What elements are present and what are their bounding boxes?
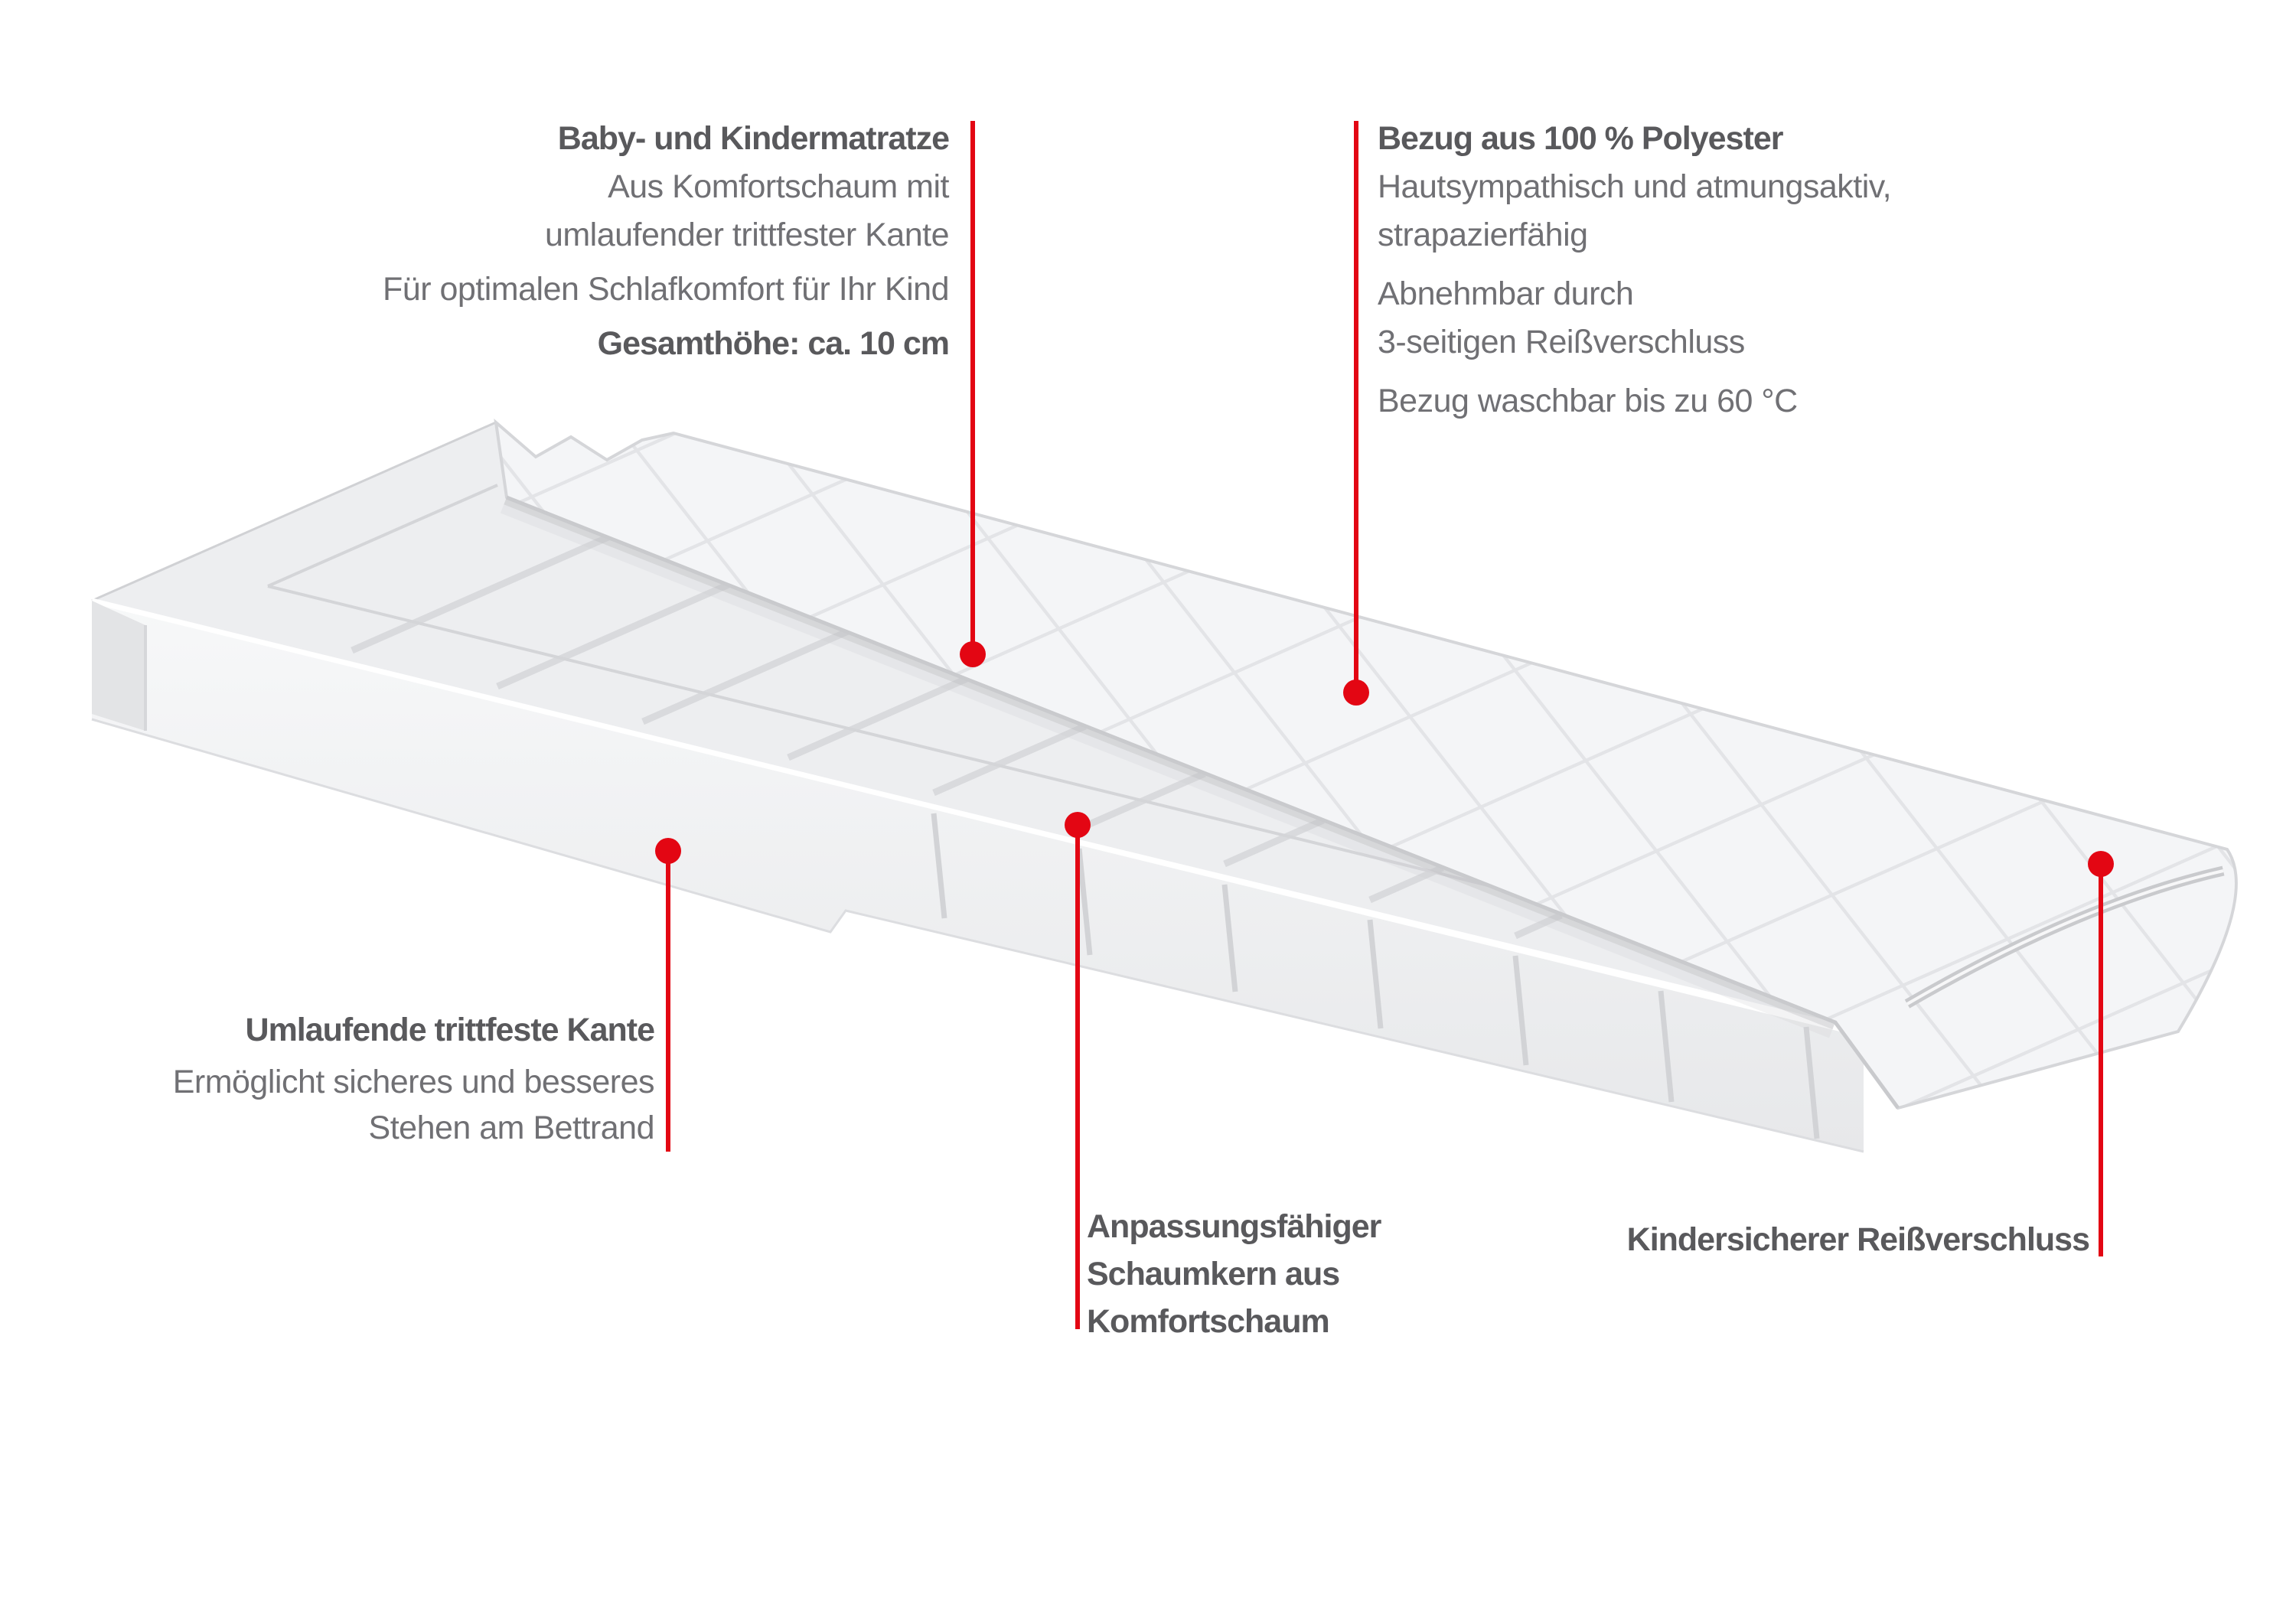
callout-dot-bezug: [1343, 680, 1369, 706]
callout-dot-schaumkern: [1065, 812, 1091, 838]
label-kante-line-1: Ermöglicht sicheres und besseres: [172, 1064, 655, 1100]
label-bezug-line-3: Abnehmbar durch: [1378, 275, 1634, 312]
label-bezug-line-5: Bezug waschbar bis zu 60 °C: [1378, 383, 1798, 419]
label-kante-line-2: Stehen am Bettrand: [368, 1110, 655, 1146]
label-reissverschluss: Kindersicherer Reißverschluss: [1626, 1221, 2090, 1258]
label-matratze-line-3: Für optimalen Schlafkomfort für Ihr Kind: [383, 271, 949, 308]
callout-text-top-left: Baby- und Kindermatratze Aus Komfortscha…: [383, 115, 950, 368]
callout-dot-reissverschluss: [2088, 851, 2114, 877]
callout-line-kante: [666, 851, 670, 1152]
label-matratze-title: Baby- und Kindermatratze: [557, 120, 950, 157]
label-schaumkern-line-2: Komfortschaum: [1087, 1303, 1330, 1340]
label-gesamthoehe: Gesamthöhe: ca. 10 cm: [597, 325, 950, 362]
label-bezug-line-4: 3-seitigen Reißverschluss: [1378, 324, 1745, 360]
callout-text-bottom-right: Kindersicherer Reißverschluss: [1626, 1216, 2090, 1263]
label-matratze-line-2: umlaufender trittfester Kante: [544, 217, 950, 253]
callout-dot-matratze: [960, 641, 986, 667]
label-schaumkern-line-0: Anpassungsfähiger: [1087, 1208, 1381, 1245]
label-kante-title: Umlaufende trittfeste Kante: [245, 1012, 655, 1048]
label-schaumkern-line-1: Schaumkern aus: [1087, 1256, 1340, 1292]
foam-core: [91, 421, 1864, 1153]
label-bezug-line-2: strapazierfähig: [1378, 217, 1588, 253]
callout-line-bezug: [1354, 121, 1358, 693]
callout-line-reissverschluss: [2099, 864, 2103, 1256]
callout-dot-kante: [655, 838, 681, 864]
zipper: [1904, 865, 2225, 1009]
quilted-cover: [494, 418, 2238, 1110]
foam-segment-slits: [931, 813, 1820, 1139]
label-bezug-title: Bezug aus 100 % Polyester: [1378, 120, 1783, 157]
callout-line-matratze: [970, 121, 975, 654]
callout-text-top-right: Bezug aus 100 % Polyester Hautsympathisc…: [1378, 115, 1892, 425]
label-matratze-line-1: Aus Komfortschaum mit: [608, 168, 949, 205]
callout-text-bottom-middle: Anpassungsfähiger Schaumkern aus Komfort…: [1087, 1203, 1381, 1345]
callout-line-schaumkern: [1075, 825, 1080, 1329]
label-bezug-line-1: Hautsympathisch und atmungsaktiv,: [1378, 168, 1892, 205]
callout-text-left: Umlaufende trittfeste Kante Ermöglicht s…: [172, 1007, 655, 1151]
